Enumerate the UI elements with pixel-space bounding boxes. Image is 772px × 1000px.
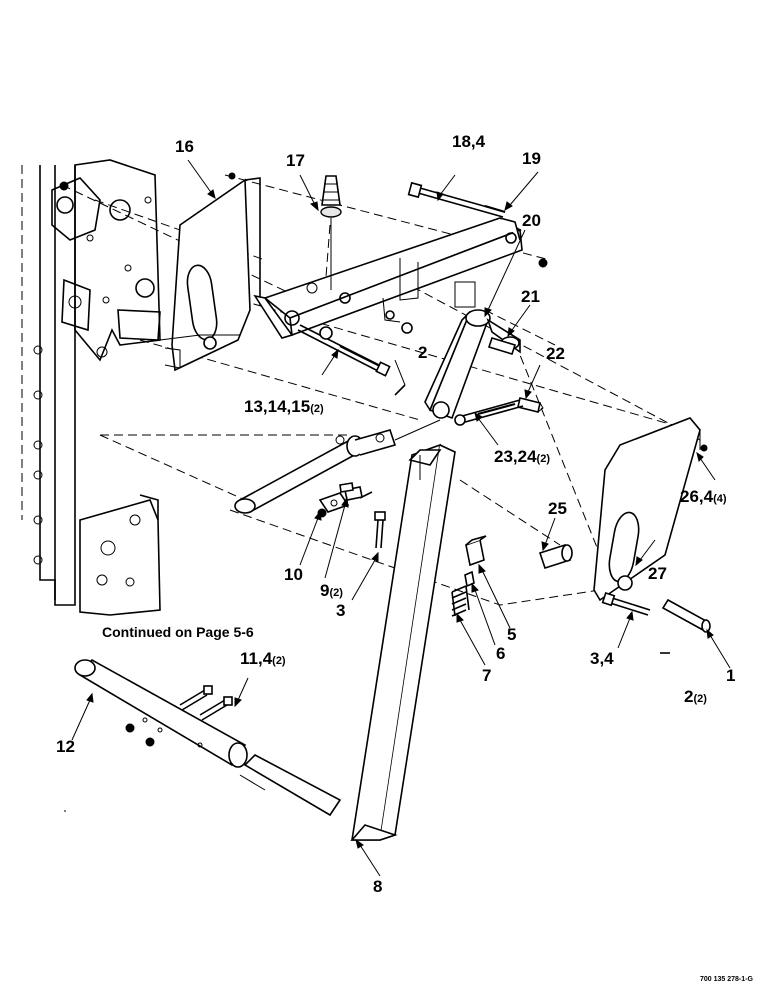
callout-22: 22 xyxy=(546,344,565,363)
callout-25: 25 xyxy=(548,499,567,518)
callout-2-right: 2(2) xyxy=(684,688,707,705)
callout-26-qty: (4) xyxy=(713,493,727,505)
link-arm xyxy=(424,309,521,420)
leader-lines xyxy=(71,159,731,877)
pin-1 xyxy=(661,598,711,633)
mounting-plate-left xyxy=(159,172,261,372)
callout-8: 8 xyxy=(373,877,383,896)
cotter-pin-2-top xyxy=(394,384,406,396)
callout-11-qty: (2) xyxy=(272,655,286,667)
callout-1: 1 xyxy=(726,666,736,685)
callout-11-4: 11,4(2) xyxy=(240,650,286,667)
continued-note: Continued on Page 5-6 xyxy=(102,624,254,640)
callout-16: 16 xyxy=(175,137,194,156)
mounting-plate-right xyxy=(593,417,708,602)
bottom-tube xyxy=(74,658,342,817)
callout-20: 20 xyxy=(522,211,541,230)
callout-10: 10 xyxy=(284,565,303,584)
callout-17: 17 xyxy=(286,151,305,170)
bolt-18 xyxy=(407,181,506,218)
callout-18-4: 18,4 xyxy=(452,132,486,151)
callout-9: 9(2) xyxy=(320,582,343,599)
callout-2-right-number: 2 xyxy=(684,687,694,706)
callout-3-middle: 3 xyxy=(336,601,346,620)
callout-3-4: 3,4 xyxy=(590,649,614,668)
callout-26-4-number: 26,4 xyxy=(680,487,714,506)
callout-23-qty: (2) xyxy=(536,453,550,465)
callout-11-4-number: 11,4 xyxy=(240,649,273,668)
callout-26-4: 26,4(4) xyxy=(680,488,727,505)
pin-21 xyxy=(454,281,517,355)
callout-9-qty: (2) xyxy=(329,587,343,599)
pin-22 xyxy=(517,397,544,413)
side-frame xyxy=(21,159,161,616)
grease-fitting xyxy=(320,175,342,290)
callout-5: 5 xyxy=(507,625,517,644)
callout-2-qty: (2) xyxy=(693,693,707,705)
callout-6: 6 xyxy=(496,644,506,663)
callout-13-14-15: 13,14,15(2) xyxy=(244,398,324,415)
callout-13-qty: (2) xyxy=(310,403,324,415)
bolts-11-4 xyxy=(179,685,233,721)
nuts-top xyxy=(59,181,548,268)
spring xyxy=(451,570,475,617)
bolt-3-4-right xyxy=(601,592,651,616)
crossbeam xyxy=(253,217,523,339)
figure-reference: 700 135 278-1-G xyxy=(700,976,753,983)
callout-21: 21 xyxy=(521,287,540,306)
spacer-25 xyxy=(538,543,573,570)
bolt-13-14-15 xyxy=(297,324,391,377)
callout-23-24-number: 23,24 xyxy=(494,447,537,466)
lever-tube xyxy=(350,443,456,841)
callout-19: 19 xyxy=(522,149,541,168)
callout-9-number: 9 xyxy=(320,581,330,600)
bolt-3-middle xyxy=(374,511,386,549)
callout-7: 7 xyxy=(482,666,492,685)
callout-13-14-15-number: 13,14,15 xyxy=(244,397,311,416)
callout-2-top: 2 xyxy=(418,343,428,362)
bolts-23-24 xyxy=(454,399,524,426)
callout-23-24: 23,24(2) xyxy=(494,448,550,465)
callout-12: 12 xyxy=(56,737,75,756)
stop-block xyxy=(465,535,487,567)
callout-27: 27 xyxy=(648,564,667,583)
cylinder-assembly xyxy=(234,419,441,514)
